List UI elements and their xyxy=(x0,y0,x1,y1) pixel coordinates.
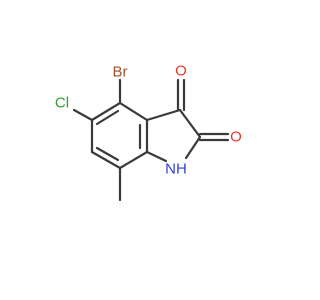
atom-label-o2: O xyxy=(230,129,242,146)
bond-c5-cl xyxy=(72,108,94,122)
bond-c2-n1 xyxy=(184,135,202,160)
bond-c4-c3a xyxy=(118,101,149,122)
bond-c7-c6 xyxy=(90,150,122,170)
atom-label-group: Br Cl O O NH xyxy=(55,63,242,178)
molecule-structure: Br Cl O O NH xyxy=(55,63,242,202)
bond-c5-c4-inner xyxy=(95,109,120,126)
bond-c5-c4 xyxy=(90,101,122,122)
atom-label-br: Br xyxy=(113,64,128,81)
atom-label-nh: NH xyxy=(165,161,187,178)
bond-c3-c2 xyxy=(178,108,202,139)
bond-c7-c6-inner xyxy=(95,146,120,162)
bond-c7a-c7 xyxy=(118,150,149,170)
atom-label-o1: O xyxy=(175,63,187,80)
atom-label-cl: Cl xyxy=(55,95,69,112)
bond-group xyxy=(72,78,230,202)
bond-c3a-c3 xyxy=(145,108,182,122)
bond-n1-c7a xyxy=(145,150,168,163)
